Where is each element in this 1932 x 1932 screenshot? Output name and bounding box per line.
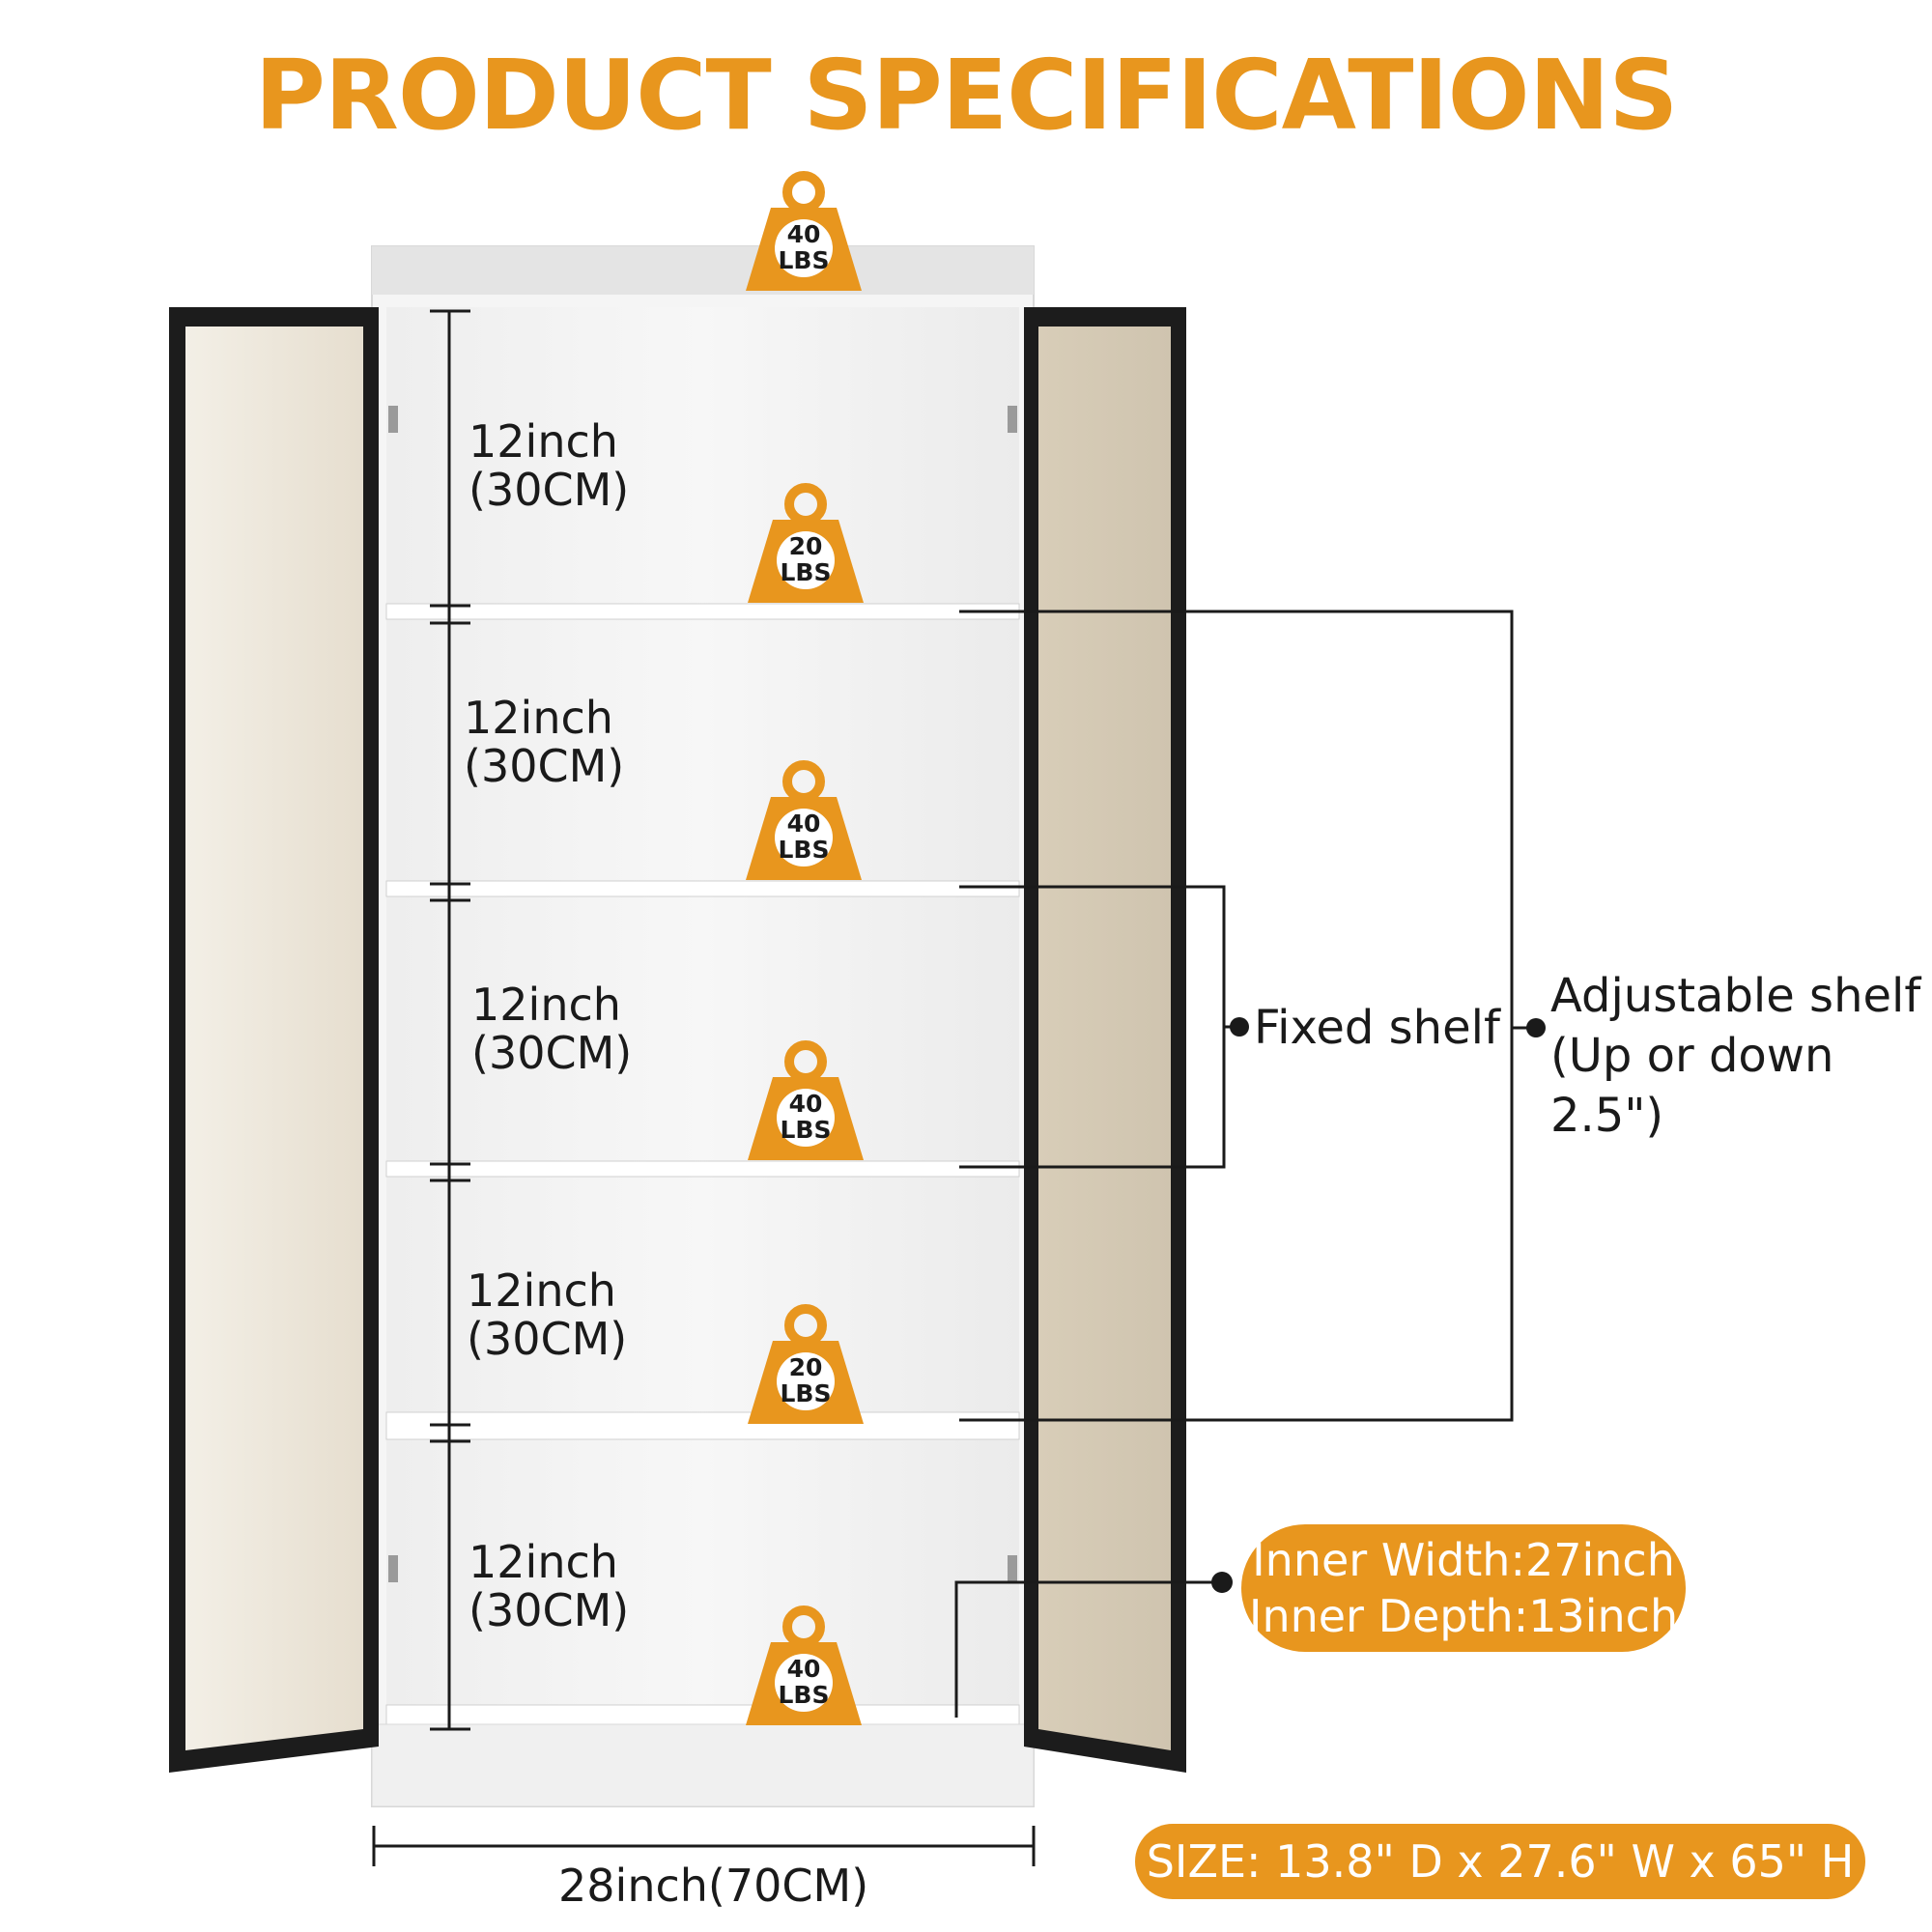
cabinet-interior [386, 307, 1019, 1718]
inner-depth-text: Inner Depth:13inch [1248, 1590, 1679, 1642]
shelf-height-label: 12inch(30CM) [469, 415, 630, 516]
hinge [1008, 1555, 1017, 1582]
shelf-height-label: 12inch(30CM) [464, 692, 625, 792]
right-door-glass [1038, 327, 1171, 1750]
inner-dimensions-badge: Inner Width:27inch Inner Depth:13inch [1241, 1524, 1686, 1652]
adjustable-shelf-dot [1526, 1018, 1546, 1037]
fixed-shelf-dot [1230, 1017, 1249, 1037]
cabinet-base [371, 1723, 1035, 1807]
overall-width-label: 28inch(70CM) [558, 1860, 869, 1912]
cabinet-top [372, 246, 1034, 295]
shelf [385, 603, 1020, 620]
shelf-height-label: 12inch(30CM) [471, 979, 633, 1079]
inner-width-text: Inner Width:27inch [1252, 1534, 1675, 1586]
width-dimension-line [372, 1826, 1036, 1866]
hinge [1008, 406, 1017, 433]
shelf-height-label: 12inch(30CM) [467, 1264, 628, 1365]
height-dimension-line [430, 309, 470, 1731]
hinge [388, 1555, 398, 1582]
inner-dimension-pointer [954, 1580, 1222, 1718]
inner-dimension-dot [1211, 1572, 1233, 1593]
shelf [385, 1160, 1020, 1178]
shelf [385, 880, 1020, 897]
size-badge: SIZE: 13.8" D x 27.6" W x 65" H [1135, 1824, 1865, 1899]
shelf [385, 1411, 1020, 1440]
shelf-height-label: 12inch(30CM) [469, 1536, 630, 1636]
fixed-shelf-label: Fixed shelf [1254, 1001, 1500, 1055]
shelf [385, 1704, 1020, 1725]
adjustable-shelf-label: Adjustable shelf (Up or down 2.5") [1550, 969, 1921, 1143]
hinge [388, 406, 398, 433]
page-title: PRODUCT SPECIFICATIONS [254, 39, 1679, 152]
left-door-glass [185, 327, 363, 1750]
